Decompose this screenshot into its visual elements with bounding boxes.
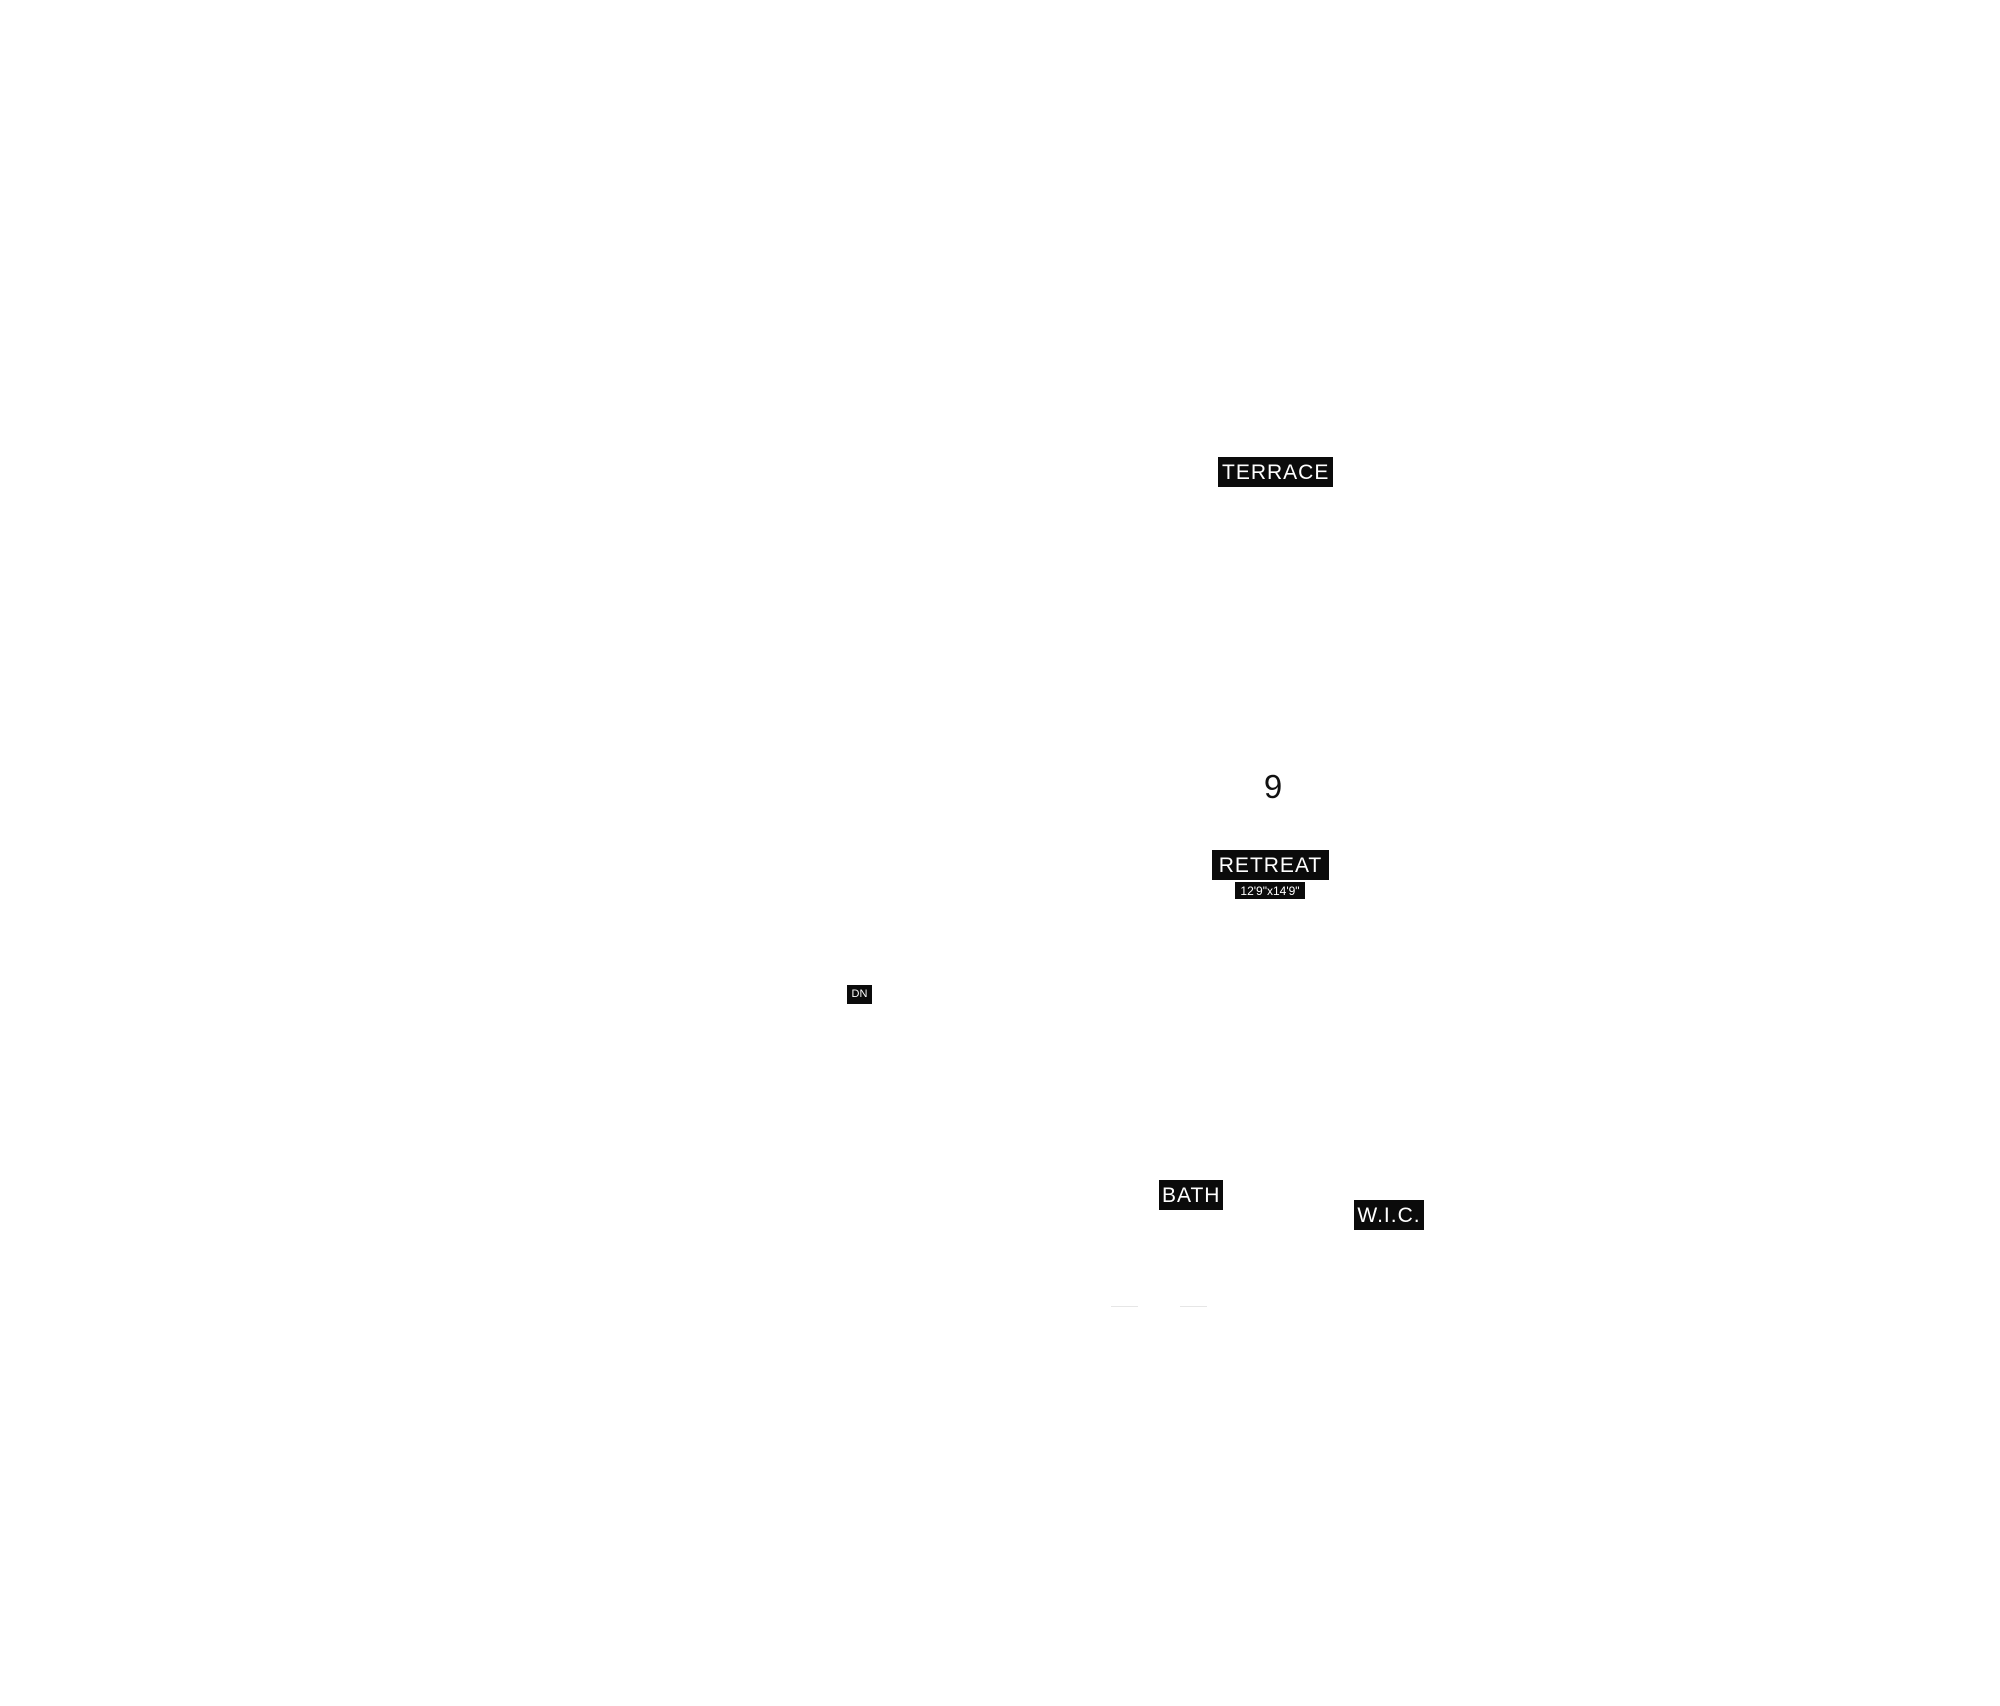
terrace-label: TERRACE <box>1218 457 1333 487</box>
room-number: 9 <box>1263 768 1283 805</box>
bath-label: BATH <box>1159 1180 1223 1210</box>
faint-line-mark <box>1180 1306 1207 1307</box>
stairs-down-label: DN <box>847 985 872 1004</box>
retreat-label: RETREAT <box>1212 850 1329 880</box>
retreat-dimensions-label: 12'9"x14'9" <box>1235 882 1305 899</box>
wic-label: W.I.C. <box>1354 1200 1424 1230</box>
faint-line-mark <box>1111 1306 1138 1307</box>
